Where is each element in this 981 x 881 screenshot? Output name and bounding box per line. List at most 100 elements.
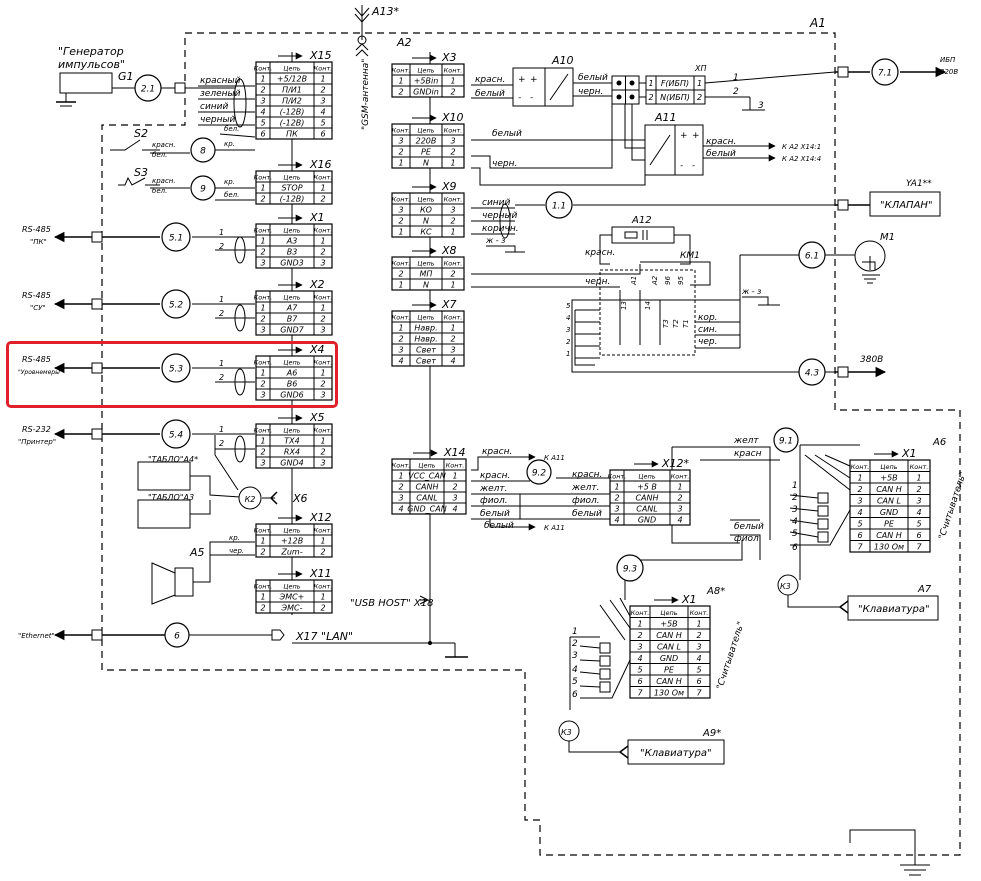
svg-text:красн.: красн. [482, 447, 512, 457]
table-cell: 2 [260, 380, 265, 389]
table-cell: 1 [677, 483, 682, 492]
table-header: Конт. [254, 174, 273, 182]
svg-text:красн: красн [734, 449, 762, 459]
label-a6: А6 [932, 437, 946, 448]
table-cell: 4 [260, 108, 265, 117]
svg-text:3: 3 [566, 326, 570, 334]
svg-text:9: 9 [200, 185, 206, 195]
table-cell: 2 [450, 217, 455, 226]
connector-label: X11 [309, 567, 332, 580]
svg-text:син.: син. [698, 325, 718, 335]
svg-text:фиол: фиол [734, 534, 759, 544]
table-cell: В7 [287, 315, 298, 324]
table-cell: 2 [398, 217, 403, 226]
table-cell: Навр. [414, 324, 437, 333]
table-cell: 1 [320, 304, 325, 313]
table-cell: GND_CAN [407, 505, 446, 514]
v380-label: 380В [860, 355, 883, 365]
table-cell: 3 [320, 97, 325, 106]
ethernet-label: "Ethernet" [18, 632, 55, 640]
connection-circle-4-3: 4.3 [798, 358, 826, 386]
table-cell: 2 [320, 195, 325, 204]
rs485-su-2: "СУ" [30, 304, 46, 312]
table-cell: 2 [320, 315, 325, 324]
label-a7: А7 [917, 584, 932, 595]
table-header: Конт. [444, 260, 463, 268]
connector-label: X16 [309, 158, 332, 171]
table-cell: 3 [450, 137, 455, 146]
table-cell: 1 [452, 472, 457, 481]
table-cell: 2 [637, 631, 642, 640]
table-header: Цепь [417, 127, 434, 135]
connection-circle-6-1: 6.1 [798, 241, 826, 269]
connection-circle-9: 9 [190, 175, 216, 201]
table-cell: В6 [287, 380, 298, 389]
table-cell: 1 [260, 593, 265, 602]
table-cell: 1 [320, 75, 325, 84]
svg-text:кр.: кр. [224, 178, 235, 186]
table-header: Цепь [283, 359, 300, 367]
gsm-antenna-label: "GSM-антенна" [361, 59, 371, 130]
table-cell: 7 [916, 543, 922, 552]
label-a8: А8* [706, 586, 725, 597]
table-cell: (-12В) [280, 195, 305, 204]
table-header: Цепь [660, 609, 677, 617]
table-header: Цепь [880, 463, 897, 471]
table-cell: А7 [286, 304, 298, 313]
svg-text:белый: белый [578, 73, 608, 83]
schit-a8: "Считыватель" [715, 621, 746, 691]
table-header: Конт. [254, 583, 273, 591]
table-cell: 2 [916, 485, 921, 494]
svg-text:синий: синий [482, 198, 511, 208]
table-cell: 2 [857, 485, 862, 494]
table-header: Конт. [314, 174, 333, 182]
table-cell: 1 [450, 159, 455, 168]
table-cell: 4 [320, 108, 325, 117]
label-k3-a: К3 [780, 582, 791, 591]
svg-text:белый: белый [572, 509, 602, 519]
table-cell: 2 [614, 494, 619, 503]
generator-box [59, 72, 113, 94]
table-cell: 130 Ом [654, 689, 684, 698]
table-cell: А3 [286, 237, 298, 246]
svg-text:черн.: черн. [585, 277, 610, 287]
svg-text:бел.: бел. [152, 187, 167, 195]
table-cell: 1 [320, 184, 325, 193]
table-cell: +5В [660, 620, 677, 629]
svg-text:+: + [680, 131, 688, 141]
svg-text:5.2: 5.2 [169, 301, 184, 311]
svg-text:4: 4 [792, 517, 798, 527]
wire-green: зеленый [200, 89, 241, 99]
svg-text:красн.: красн. [475, 75, 505, 85]
rs485-su-1: RS-485 [22, 291, 51, 300]
table-cell: 4 [398, 505, 403, 514]
a8-pin-block [599, 642, 611, 693]
table-cell: 4 [452, 505, 457, 514]
table-cell: N [423, 159, 429, 168]
connector-label: X4 [309, 343, 325, 356]
connector-label: X1 [681, 593, 697, 606]
svg-text:бел.: бел. [224, 191, 239, 199]
table-cell: 1 [697, 79, 702, 88]
svg-text:1: 1 [219, 228, 224, 237]
wire-blue: синий [200, 102, 229, 112]
svg-text:5: 5 [792, 529, 798, 539]
connection-circle-9-3: 9.3 [616, 554, 644, 582]
svg-text:6: 6 [174, 632, 180, 642]
table-cell: 1 [398, 472, 403, 481]
table-cell: 1 [398, 159, 403, 168]
table-cell: 4 [614, 516, 619, 525]
table-header: Цепь [283, 294, 300, 302]
label-s2: S2 [134, 127, 148, 140]
connector-label: X2 [309, 278, 325, 291]
table-cell: 1 [260, 369, 265, 378]
svg-text:кр.: кр. [224, 140, 235, 148]
table-cell: 3 [398, 494, 403, 503]
table-cell: П/И2 [282, 97, 302, 106]
table-cell: GND [880, 508, 898, 517]
connector-label: X3 [441, 51, 457, 64]
table-cell: 1 [450, 281, 455, 290]
